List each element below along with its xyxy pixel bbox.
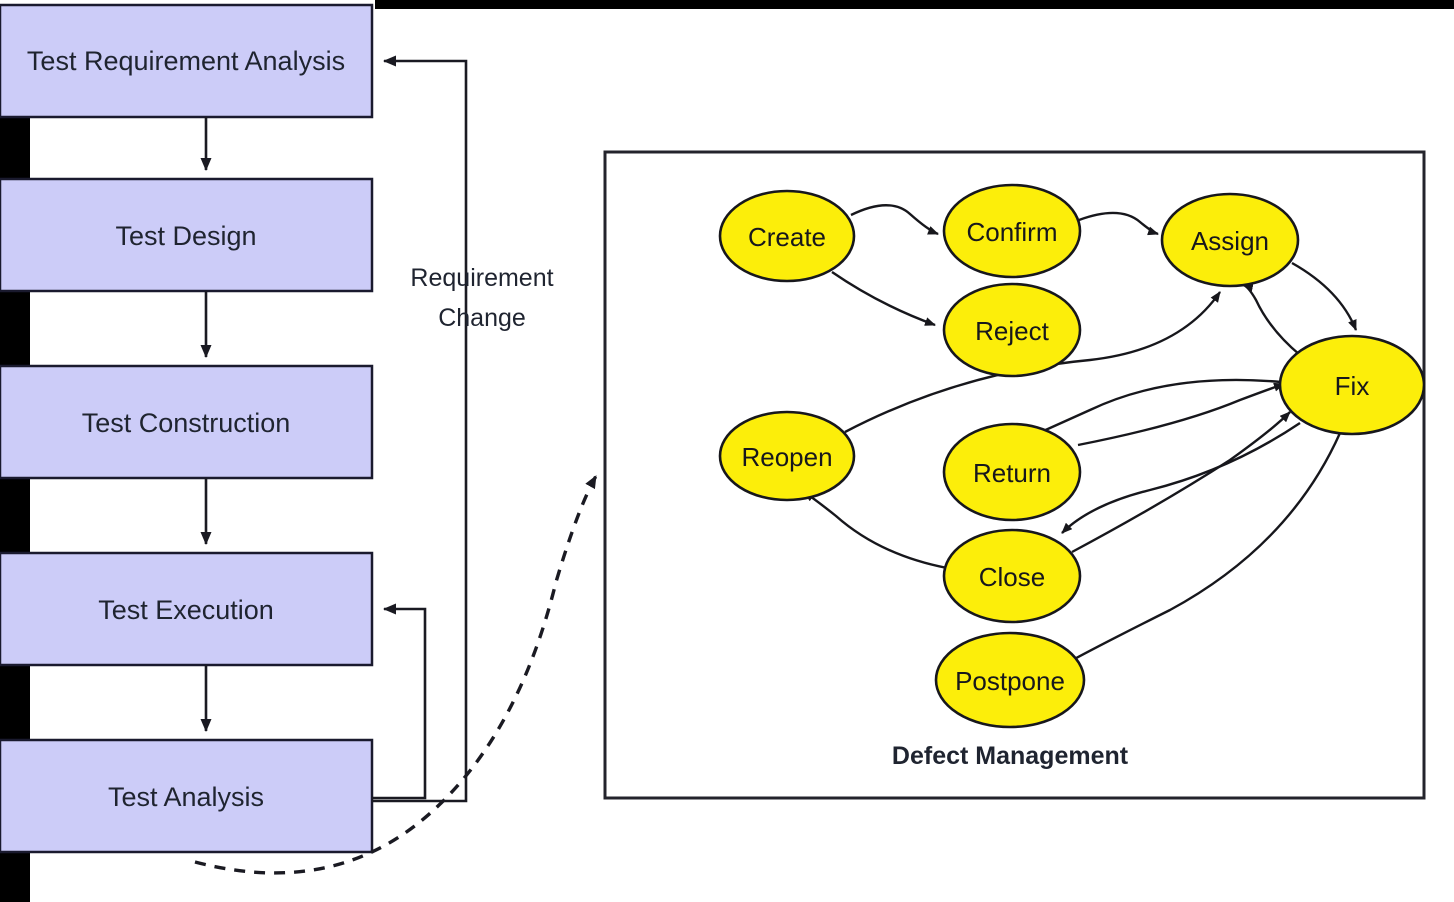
state-label: Assign bbox=[1191, 226, 1269, 256]
state-label: Create bbox=[748, 222, 826, 252]
step-box bbox=[0, 738, 374, 854]
top-black-bar bbox=[375, 0, 1454, 9]
state-label: Postpone bbox=[955, 666, 1065, 696]
state-ellipse bbox=[934, 631, 1086, 729]
process-step-test-requirement-analysis[interactable]: Test Requirement Analysis bbox=[0, 3, 374, 119]
defect-management-title: Defect Management bbox=[892, 742, 1129, 770]
feedback-arrow-analysis-to-execution bbox=[372, 603, 427, 800]
defect-management-panel bbox=[603, 150, 1426, 800]
feedback-arrow-requirement-change bbox=[372, 55, 468, 803]
state-node-postpone[interactable]: Postpone bbox=[934, 631, 1086, 729]
edge-close-to-reopen bbox=[803, 491, 948, 570]
left-black-bar-4 bbox=[0, 665, 30, 740]
edge-return-to-fix bbox=[1077, 382, 1285, 447]
left-black-bar-5 bbox=[0, 852, 30, 902]
dashed-link-to-defect-management bbox=[194, 475, 598, 875]
state-label: Confirm bbox=[966, 217, 1057, 247]
edge-fix-to-postpone bbox=[1057, 432, 1342, 670]
state-ellipse bbox=[942, 528, 1082, 624]
step-label: Test Requirement Analysis bbox=[27, 46, 345, 76]
state-node-reopen[interactable]: Reopen bbox=[718, 410, 856, 502]
state-ellipse bbox=[1278, 334, 1426, 436]
step-label: Test Construction bbox=[82, 408, 291, 438]
left-black-bar-2 bbox=[0, 291, 30, 366]
state-node-return[interactable]: Return bbox=[942, 422, 1082, 522]
edge-fix-to-return bbox=[1029, 378, 1282, 439]
step-label: Test Analysis bbox=[108, 782, 264, 812]
step-box bbox=[0, 3, 374, 119]
process-step-test-design[interactable]: Test Design bbox=[0, 177, 374, 293]
step-box bbox=[0, 177, 374, 293]
state-ellipse bbox=[942, 183, 1082, 279]
edge-close-to-fix bbox=[1071, 411, 1291, 554]
edge-fix-to-assign bbox=[1242, 282, 1301, 356]
feedback-label-line2: Change bbox=[438, 304, 526, 332]
state-ellipse bbox=[942, 282, 1082, 378]
left-black-bar-3 bbox=[0, 478, 30, 553]
feedback-label-line1: Requirement bbox=[410, 264, 553, 292]
state-label: Reopen bbox=[741, 442, 832, 472]
process-step-test-analysis[interactable]: Test Analysis bbox=[0, 738, 374, 854]
state-transitions bbox=[803, 204, 1358, 670]
state-label: Reject bbox=[975, 316, 1049, 346]
state-label: Fix bbox=[1335, 371, 1370, 401]
left-black-bar-1 bbox=[0, 117, 30, 179]
state-label: Close bbox=[979, 562, 1045, 592]
state-node-fix[interactable]: Fix bbox=[1278, 334, 1426, 436]
state-ellipse bbox=[1160, 192, 1300, 288]
step-label: Test Execution bbox=[98, 595, 274, 625]
state-ellipse bbox=[942, 422, 1082, 522]
process-step-test-execution[interactable]: Test Execution bbox=[0, 551, 374, 667]
edge-reopen-to-assign bbox=[844, 291, 1221, 434]
edge-confirm-to-assign bbox=[1078, 211, 1159, 236]
edge-create-to-reject bbox=[831, 271, 936, 327]
state-ellipse bbox=[718, 410, 856, 502]
step-box bbox=[0, 364, 374, 480]
edge-create-to-confirm bbox=[850, 204, 939, 236]
process-step-test-construction[interactable]: Test Construction bbox=[0, 364, 374, 480]
state-node-assign[interactable]: Assign bbox=[1160, 192, 1300, 288]
edge-fix-to-close bbox=[1061, 422, 1301, 534]
state-node-close[interactable]: Close bbox=[942, 528, 1082, 624]
state-node-confirm[interactable]: Confirm bbox=[942, 183, 1082, 279]
step-label: Test Design bbox=[115, 221, 256, 251]
state-node-reject[interactable]: Reject bbox=[942, 282, 1082, 378]
state-label: Return bbox=[973, 458, 1051, 488]
state-ellipse bbox=[718, 189, 856, 283]
state-node-create[interactable]: Create bbox=[718, 189, 856, 283]
step-box bbox=[0, 551, 374, 667]
edge-assign-to-fix bbox=[1291, 261, 1358, 331]
